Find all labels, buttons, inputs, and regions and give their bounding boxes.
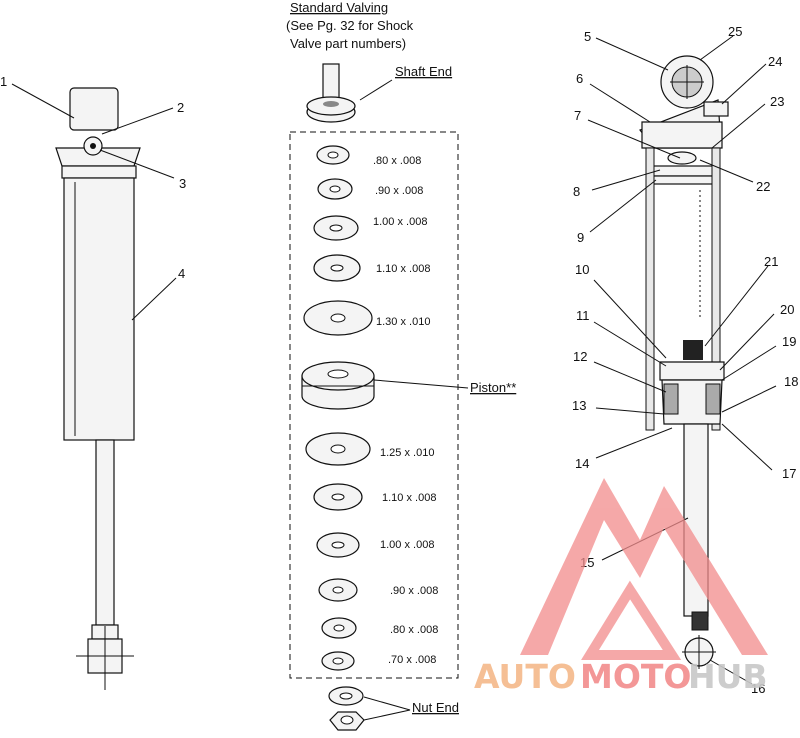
callout-21: 21 [764,254,778,269]
callout-7: 7 [574,108,581,123]
valving-note-1: (See Pg. 32 for Shock [286,18,414,33]
watermark-text-hub: HUB [688,657,768,696]
callout-9: 9 [577,230,584,245]
callout-16: 16 [751,681,765,696]
callout-5: 5 [584,29,591,44]
shim-spec-4: 1.10 x .008 [376,263,430,275]
callout-14: 14 [575,456,589,471]
callout-20: 20 [780,302,794,317]
valving-stack-frame [289,131,459,679]
shim-spec-9: .90 x .008 [390,585,438,597]
callout-13: 13 [572,398,586,413]
shaft-end [306,63,356,123]
callout-8: 8 [573,184,580,199]
callout-22: 22 [756,179,770,194]
callout-24: 24 [768,54,782,69]
shim-spec-2: .90 x .008 [375,185,423,197]
assembled-shock [55,87,141,690]
callout-25: 25 [728,24,742,39]
piston [301,361,375,410]
valving-note-2: Valve part numbers) [290,36,406,51]
shim-stack-top [303,145,373,336]
nut-end-label: Nut End [412,700,459,715]
shim-spec-6: 1.25 x .010 [380,447,434,459]
shim-spec-10: .80 x .008 [390,624,438,636]
shim-spec-8: 1.00 x .008 [380,539,434,551]
valving-title: Standard Valving [290,0,388,15]
shim-spec-3: 1.00 x .008 [373,216,427,228]
callout-10: 10 [575,262,589,277]
callout-2: 2 [177,100,184,115]
callout-3: 3 [179,176,186,191]
shim-stack-bottom [305,432,371,671]
watermark-logo [520,478,768,660]
shim-spec-7: 1.10 x .008 [382,492,436,504]
watermark-text-moto: MOTO [580,657,691,696]
callout-6: 6 [576,71,583,86]
shaft-end-label: Shaft End [395,64,452,79]
callout-4: 4 [178,266,185,281]
callout-23: 23 [770,94,784,109]
nut-end [328,686,365,731]
shim-spec-5: 1.30 x .010 [376,316,430,328]
callout-17: 17 [782,466,796,481]
shim-spec-1: .80 x .008 [373,155,421,167]
watermark-text-auto: AUTO [474,657,576,696]
callout-12: 12 [573,349,587,364]
callout-18: 18 [784,374,798,389]
shim-spec-11: .70 x .008 [388,654,436,666]
callout-1: 1 [0,74,7,89]
cutaway-shock [639,55,729,669]
callout-11: 11 [576,308,590,323]
piston-label: Piston** [470,380,516,395]
callout-19: 19 [782,334,796,349]
